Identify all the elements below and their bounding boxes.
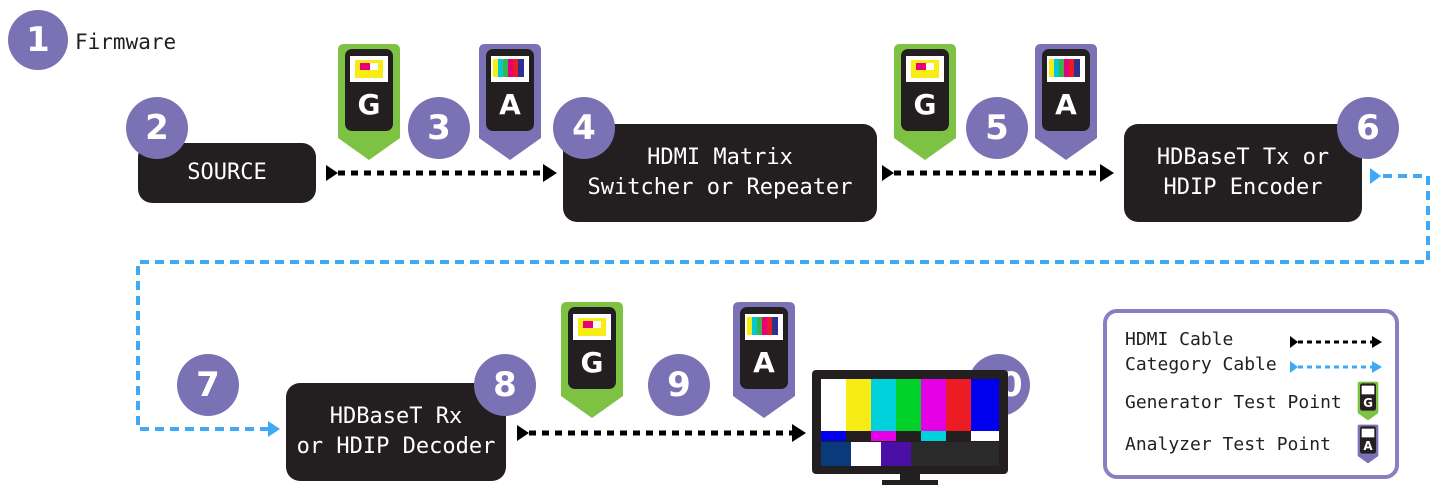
hdbaset-rx-box: HDBaseT Rx or HDIP Decoder xyxy=(286,383,506,481)
svg-text:A: A xyxy=(499,88,521,121)
step-7-badge: 7 xyxy=(177,354,239,416)
svg-text:G: G xyxy=(1363,396,1373,410)
step-8-badge: 8 xyxy=(474,354,536,416)
svg-text:G: G xyxy=(581,346,604,379)
legend-generator-icon: G xyxy=(1357,381,1379,421)
display-monitor-icon xyxy=(812,370,1008,485)
step-9-badge: 9 xyxy=(648,354,710,416)
step-3-badge: 3 xyxy=(408,97,470,159)
svg-text:A: A xyxy=(1363,439,1373,453)
step-2-badge: 2 xyxy=(126,97,188,159)
source-label: SOURCE xyxy=(187,160,267,185)
legend-analyzer-icon: A xyxy=(1357,424,1379,464)
analyzer-test-point-icon: A xyxy=(733,302,795,418)
hdmi-cable-source-to-matrix xyxy=(326,164,557,182)
step-1-badge: 1 xyxy=(8,10,68,70)
generator-test-point-icon: G xyxy=(894,44,956,160)
rx-label-line2: or HDIP Decoder xyxy=(296,434,496,459)
svg-text:A: A xyxy=(1055,88,1077,121)
matrix-label-line2: Switcher or Repeater xyxy=(587,175,853,200)
rx-label-line1: HDBaseT Rx xyxy=(329,404,463,429)
legend-hdmi-cable-label: HDMI Cable xyxy=(1125,329,1234,350)
analyzer-test-point-icon: A xyxy=(1035,44,1097,160)
legend-generator-label: Generator Test Point xyxy=(1125,392,1342,413)
svg-text:G: G xyxy=(914,88,937,121)
tx-label-line2: HDIP Encoder xyxy=(1163,175,1323,200)
legend-hdmi-cable-line xyxy=(1290,336,1382,348)
svg-text:A: A xyxy=(753,346,775,379)
legend-panel: HDMI Cable Category Cable Generator Test… xyxy=(1103,309,1399,479)
hdbaset-tx-box: HDBaseT Tx or HDIP Encoder xyxy=(1124,124,1362,222)
tx-label-line1: HDBaseT Tx or xyxy=(1156,145,1330,170)
hdmi-cable-rx-to-display xyxy=(517,424,806,442)
legend-analyzer-label: Analyzer Test Point xyxy=(1125,434,1331,455)
legend-category-cable-label: Category Cable xyxy=(1125,354,1277,375)
step-4-badge: 4 xyxy=(553,97,615,159)
firmware-label: Firmware xyxy=(75,30,177,54)
matrix-label-line1: HDMI Matrix xyxy=(647,145,793,170)
matrix-switcher-box: HDMI Matrix Switcher or Repeater xyxy=(563,124,877,222)
hdmi-cable-matrix-to-tx xyxy=(882,164,1114,182)
generator-test-point-icon: G xyxy=(561,302,623,418)
generator-test-point-icon: G xyxy=(338,44,400,160)
step-6-badge: 6 xyxy=(1337,97,1399,159)
category-cable-tx-to-rx xyxy=(136,168,1430,437)
analyzer-test-point-icon: A xyxy=(479,44,541,160)
svg-text:G: G xyxy=(358,88,381,121)
step-5-badge: 5 xyxy=(966,97,1028,159)
legend-category-cable-line xyxy=(1290,361,1382,373)
